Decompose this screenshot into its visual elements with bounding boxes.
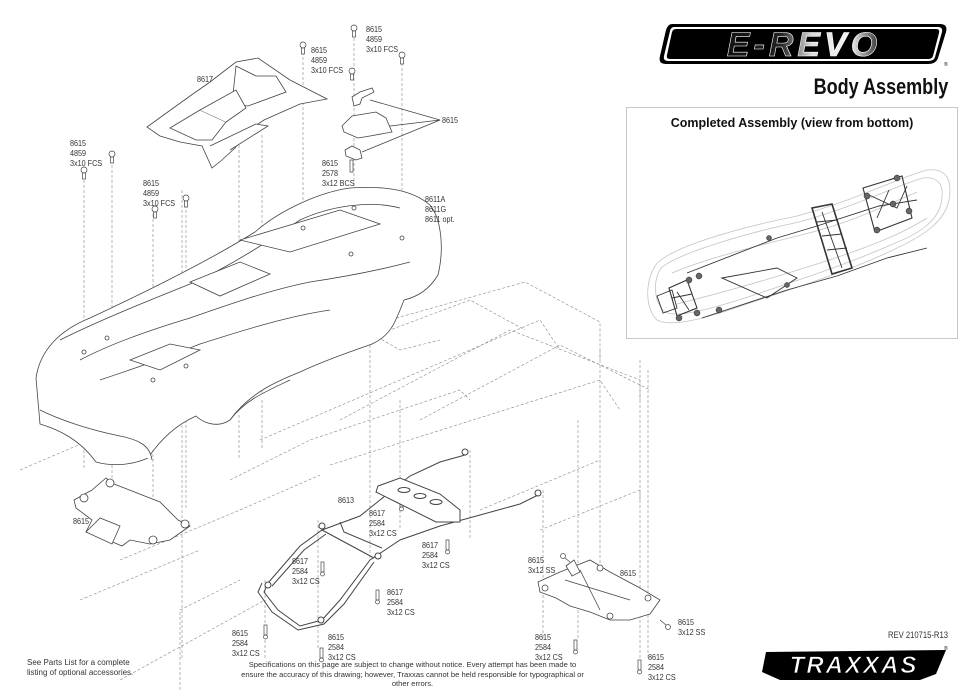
- erevo-logo: E-REVO ®: [659, 24, 948, 68]
- callout-clip-pin: 8615 2578 3x12 BCS: [322, 158, 355, 188]
- callout-cage-screw-e: 8615 2584 3x12 CS: [232, 628, 260, 658]
- screw-icon: [320, 561, 325, 577]
- page-title: Body Assembly: [813, 74, 948, 99]
- inset-title: Completed Assembly (view from bottom): [670, 116, 914, 130]
- callout-front-mount: 8615: [73, 516, 90, 526]
- callout-top-screw-left: 8615 4859 3x10 FCS: [311, 45, 344, 75]
- erevo-logo-text: E-REVO: [727, 26, 881, 64]
- wing-part: [146, 57, 329, 169]
- svg-text:®: ®: [944, 61, 948, 68]
- callout-cage-screw-c: 8617 2584 3x12 CS: [292, 556, 320, 586]
- callout-rear-mount: 8615: [620, 568, 637, 578]
- parts-list-note: See Parts List for a complete listing of…: [27, 658, 134, 677]
- callout-wing: 8617: [197, 74, 214, 84]
- screw-icon: [108, 150, 116, 164]
- callout-cage-screw-a: 8617 2584 3x12 CS: [369, 508, 397, 538]
- svg-text:®: ®: [944, 645, 948, 652]
- screw-icon: [263, 624, 268, 640]
- screw-icon: [319, 647, 324, 663]
- screw-icon: [348, 67, 356, 81]
- screw-icon: [350, 24, 358, 38]
- screw-icon: [299, 41, 307, 55]
- traxxas-logo-text: TRAXXAS: [790, 652, 919, 679]
- callout-left-screw: 8615 4859 3x10 FCS: [70, 138, 103, 168]
- callout-clip-group: 8615: [442, 115, 459, 125]
- callout-cage-screw-d: 8617 2584 3x12 CS: [387, 587, 415, 617]
- callout-rear-cs-left: 8615 2584 3x12 CS: [535, 632, 563, 662]
- screw-icon: [445, 539, 450, 555]
- roll-cage-part: [257, 448, 542, 631]
- screw-icon: [659, 619, 671, 630]
- completed-assembly-inset: Completed Assembly (view from bottom): [626, 107, 958, 339]
- callout-mid-left-screw: 8615 4859 3x10 FCS: [143, 178, 176, 208]
- screw-icon: [560, 553, 571, 563]
- callout-rear-ss-left: 8615 3x12 SS: [528, 555, 556, 575]
- front-body-mount-part: [73, 477, 191, 547]
- body-clip-parts: [341, 87, 441, 161]
- callout-rear-cs-right: 8615 2584 3x12 CS: [648, 652, 676, 682]
- screw-icon: [375, 589, 380, 605]
- bottom-view-drawing: [647, 169, 951, 324]
- screw-icon: [182, 194, 190, 208]
- screw-icon: [637, 659, 642, 675]
- callout-top-screw-center: 8615 4859 3x10 FCS: [366, 24, 399, 54]
- screw-icon: [349, 159, 354, 173]
- rear-body-mount-part: [537, 559, 661, 621]
- callout-body: 8611A 8611G 8611 opt.: [425, 194, 455, 224]
- screw-icon: [398, 51, 406, 65]
- callout-rear-ss-right: 8615 3x12 SS: [678, 617, 706, 637]
- screw-icon: [80, 166, 88, 180]
- revision-label: REV 210715-R13: [888, 630, 948, 640]
- callout-cage: 8613: [338, 495, 355, 505]
- screw-icon: [151, 205, 159, 219]
- screw-icon: [573, 639, 578, 655]
- traxxas-logo: TRAXXAS ®: [762, 645, 948, 680]
- screws: [80, 24, 671, 675]
- body-shell-part: [35, 186, 442, 466]
- callout-cage-screw-b: 8617 2584 3x12 CS: [422, 540, 450, 570]
- callout-cage-screw-f: 8615 2584 3x12 CS: [328, 632, 356, 662]
- disclaimer-text: Specifications on this page are subject …: [241, 660, 584, 688]
